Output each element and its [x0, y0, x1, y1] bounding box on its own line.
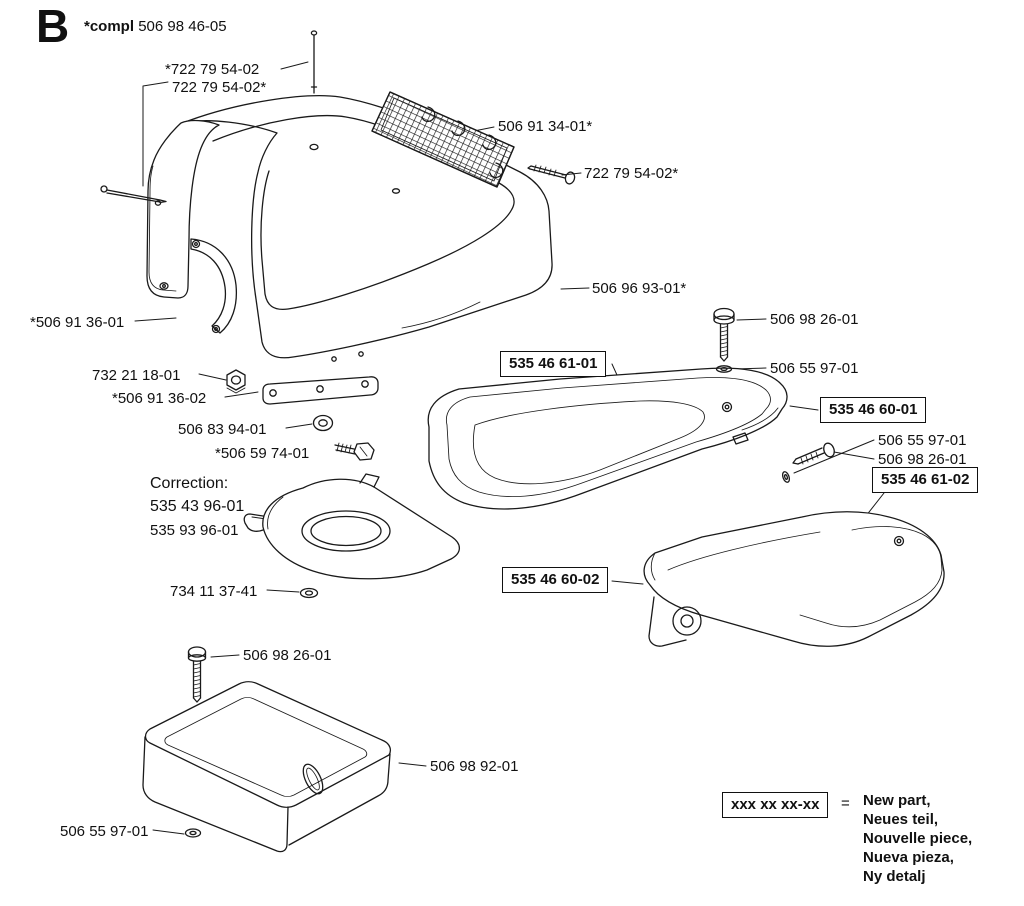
- small-washer-part: [299, 587, 319, 599]
- correction-note: Correction: 535 43 96-01 535 93 96-01: [150, 472, 244, 542]
- callout-506-98-92-01: 506 98 92-01: [430, 758, 519, 775]
- legend-equals-sign: =: [841, 795, 850, 812]
- callout-722-79-54-02-a: *722 79 54-02: [165, 61, 260, 78]
- callout-506-91-34-01: 506 91 34-01*: [498, 118, 593, 135]
- callout-506-55-97-01-c: 506 55 97-01: [60, 823, 149, 840]
- chute-part: [243, 473, 461, 580]
- leader-lines: [134, 61, 885, 835]
- vent-grille-part: [371, 91, 515, 188]
- pin-screw-top: [310, 30, 318, 94]
- legend-line-fr: Nouvelle piece,: [863, 830, 973, 847]
- callout-506-91-36-01: *506 91 36-01: [30, 314, 125, 331]
- bottom-cover-part: [142, 681, 391, 853]
- legend-meanings: New part, Neues teil, Nouvelle piece, Nu…: [863, 791, 972, 886]
- callout-506-98-26-01-a: 506 98 26-01: [770, 311, 859, 328]
- mounting-bracket-part: [262, 376, 379, 405]
- legend-line-de: Neues teil,: [863, 811, 939, 828]
- compl-label: *compl: [84, 18, 135, 35]
- pin-screw-left: [100, 185, 167, 204]
- support-bracket-part: [190, 238, 238, 334]
- washer-part-bottom: [184, 828, 202, 838]
- legend-pattern-box: xxx xx xx-xx: [722, 792, 829, 818]
- callout-506-98-26-01-c: 506 98 26-01: [243, 647, 332, 664]
- callout-506-55-97-01-a: 506 55 97-01: [770, 360, 859, 377]
- boxed-callout-535-46-60-02: 535 46 60-02: [502, 567, 609, 593]
- callout-506-96-93-01: 506 96 93-01*: [592, 280, 687, 297]
- assembly-number: *compl 506 98 46-05: [84, 18, 227, 35]
- callout-722-79-54-02-b: 722 79 54-02*: [172, 79, 267, 96]
- callout-732-21-18-01: 732 21 18-01: [92, 367, 181, 384]
- callout-506-83-94-01: 506 83 94-01: [178, 421, 267, 438]
- screw-right-of-grille: [527, 164, 576, 185]
- bolt-and-washer-top-right: [713, 307, 735, 373]
- washer-part: [312, 414, 334, 432]
- screw-and-washer-right: [781, 442, 835, 483]
- compl-number: 506 98 46-05: [138, 18, 227, 35]
- callout-506-91-36-02: *506 91 36-02: [112, 390, 207, 407]
- correction-number: 535 43 96-01: [150, 498, 245, 515]
- side-panel-upper-part: [427, 367, 788, 510]
- side-panel-lower-part: [643, 511, 945, 647]
- hex-screw-part: [334, 442, 375, 461]
- legend-line-es: Nueva pieza,: [863, 849, 954, 866]
- boxed-callout-535-46-60-01: 535 46 60-01: [820, 397, 927, 423]
- callout-734-11-37-41: 734 11 37-41: [170, 583, 258, 600]
- correction-title: Correction:: [150, 475, 229, 492]
- boxed-callout-535-46-61-01: 535 46 61-01: [500, 351, 607, 377]
- legend-line-sv: Ny detalj: [863, 868, 926, 885]
- boxed-callout-535-46-61-02: 535 46 61-02: [872, 467, 979, 493]
- callout-506-55-97-01-b: 506 55 97-01: [878, 432, 967, 449]
- screw-part-bottom: [187, 646, 207, 703]
- correction-old-number: 535 93 96-01: [150, 522, 239, 539]
- callout-506-59-74-01: *506 59 74-01: [215, 445, 310, 462]
- legend-line-en: New part,: [863, 792, 931, 809]
- callout-722-79-54-02-c: 722 79 54-02*: [584, 165, 679, 182]
- hex-nut-part: [226, 369, 246, 394]
- callout-506-98-26-01-b: 506 98 26-01: [878, 451, 967, 468]
- section-letter: B: [36, 0, 70, 52]
